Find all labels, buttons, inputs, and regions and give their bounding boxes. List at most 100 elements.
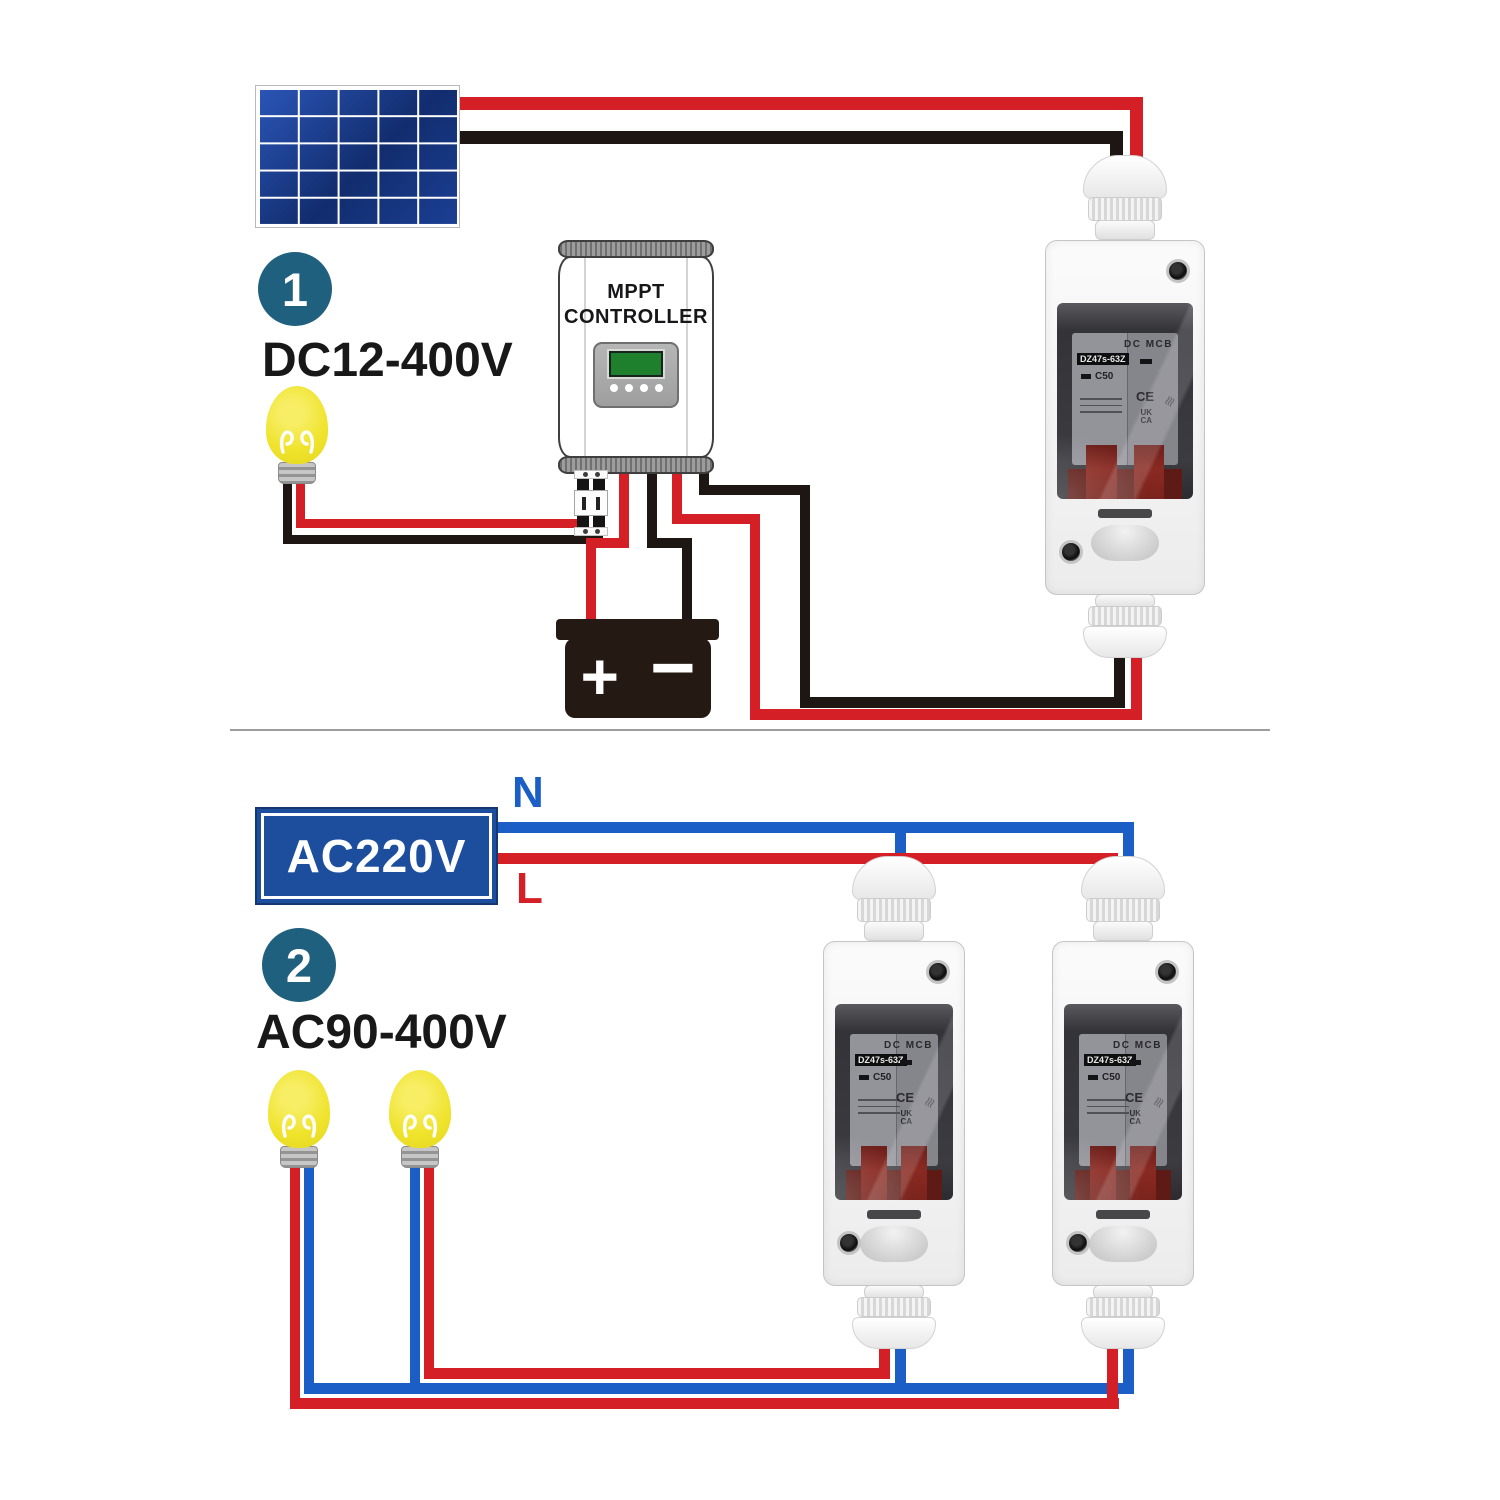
mppt-lcd-panel <box>593 342 679 408</box>
breaker-enclosure: DZ47s-63Z C50 DC MCB CE UK CA ≋ <box>1052 941 1194 1286</box>
wire-bulb3-live-v <box>424 1156 434 1379</box>
wire-battery-positive-h <box>586 538 629 548</box>
mcb-dash-mark <box>1140 359 1152 364</box>
wire-battery-negative-v2 <box>682 538 692 626</box>
wire-dcbreaker-positive-h1 <box>672 514 760 524</box>
ukca-mark: UK CA <box>1140 408 1152 425</box>
bulb-base <box>401 1146 439 1168</box>
wire-dcbreaker-positive-h2 <box>750 709 1142 720</box>
neutral-wire-label: N <box>512 768 544 817</box>
gland-collar <box>1086 1297 1160 1317</box>
breaker-rating-label: C50 <box>1081 371 1113 382</box>
breaker-enclosure: DZ47s-63Z C50 DC MCB CE UK CA ≋ <box>1045 240 1205 595</box>
wire-bulb3-neutral-v <box>410 1156 420 1394</box>
wire-neutral-stub2 <box>1123 1330 1134 1394</box>
gland-collar <box>857 1297 931 1317</box>
wire-dcbreaker-negative-v1 <box>699 458 709 495</box>
cable-gland-top-icon <box>1043 856 1203 941</box>
wire-battery-positive-v2 <box>586 538 596 626</box>
screw-icon <box>1066 1231 1090 1255</box>
wire-pv-positive-h <box>455 97 1143 110</box>
wire-dcbreaker-negative-h2 <box>800 697 1125 708</box>
wire-live-lower-stub <box>1107 1330 1118 1409</box>
bulb-globe <box>268 1070 330 1148</box>
wire-neutral-drop2 <box>1123 822 1134 880</box>
breaker-window: DZ47s-63Z C50 DC MCB CE UK CA ≋ <box>1057 303 1193 499</box>
gland-neck <box>1093 921 1153 941</box>
breaker-dome-bump <box>860 1226 928 1262</box>
wire-neutral-bus-h <box>304 1383 1134 1394</box>
step1-badge: 1 <box>258 252 332 326</box>
wire-bulb1-positive-v <box>296 482 305 528</box>
brand-squiggle-mark: ≋ <box>1159 392 1180 411</box>
wire-neutral-h <box>497 822 1134 833</box>
gland-collar <box>1088 197 1162 221</box>
gland-neck <box>1095 220 1155 240</box>
bulb-icon-1 <box>266 386 328 484</box>
breaker-type-label: DC MCB <box>1113 1040 1162 1051</box>
mini-breaker-top-clamps <box>574 479 608 490</box>
mini-breaker-bottom-clamps <box>574 516 608 527</box>
mcb-module: DZ47s-63Z C50 DC MCB CE UK CA ≋ <box>1067 333 1183 499</box>
mcb-spec-lines <box>1080 393 1122 418</box>
breaker-window: DZ47s-63Z C50 DC MCB CE UK CA ≋ <box>835 1004 953 1200</box>
ce-mark: CE <box>1124 1090 1143 1105</box>
battery-terminal-bar <box>556 619 719 640</box>
breaker-type-label: DC MCB <box>1124 339 1173 350</box>
ukca-mark: UK CA <box>1129 1109 1141 1126</box>
bulb-filament-icon <box>282 1114 316 1138</box>
breaker-latch <box>1098 509 1152 518</box>
wire-battery-negative-v1 <box>647 458 657 548</box>
gland-dome <box>1083 155 1167 199</box>
screw-icon <box>1166 259 1190 283</box>
wire-live-upper-h <box>424 1368 890 1379</box>
mcb-dash-mark <box>1129 1060 1141 1065</box>
cable-gland-top-icon <box>814 856 974 941</box>
bulb-base <box>280 1146 318 1168</box>
breaker-latch <box>1096 1210 1150 1219</box>
cable-gland-bottom-icon <box>1043 1285 1203 1349</box>
ac-breaker-1: DZ47s-63Z C50 DC MCB CE UK CA ≋ <box>814 856 974 1349</box>
wire-dcbreaker-negative-v2 <box>800 485 810 707</box>
wire-dcbreaker-positive-v3 <box>1131 645 1142 720</box>
battery: + − <box>565 628 711 718</box>
wire-bulb2-live-v <box>290 1156 300 1409</box>
breaker-window: DZ47s-63Z C50 DC MCB CE UK CA ≋ <box>1064 1004 1182 1200</box>
mcb-spec-lines <box>1087 1094 1129 1119</box>
wire-neutral-stub1 <box>895 1330 906 1394</box>
wire-live-upper-stub <box>879 1330 890 1379</box>
wire-dcbreaker-positive-v2 <box>750 514 760 720</box>
cable-gland-bottom-icon <box>814 1285 974 1349</box>
ac-source-label: AC220V <box>286 830 467 882</box>
breaker-dome-bump <box>1089 1226 1157 1262</box>
cable-gland-bottom-icon <box>1045 594 1205 658</box>
toggle-switch-left <box>861 1146 887 1200</box>
toggle-switch-left <box>1090 1146 1116 1200</box>
brand-squiggle-mark: ≋ <box>1148 1093 1169 1112</box>
breaker-model-label: DZ47s-63Z <box>1084 1054 1136 1066</box>
screw-icon <box>1155 960 1179 984</box>
section-divider <box>230 729 1270 731</box>
gland-dome <box>852 1317 936 1349</box>
wire-battery-negative-h <box>647 538 692 548</box>
gland-dome <box>1081 1317 1165 1349</box>
screw-icon <box>926 960 950 984</box>
mcb-spec-lines <box>858 1094 900 1119</box>
gland-dome <box>852 856 936 900</box>
gland-collar <box>857 898 931 922</box>
bulb-filament-icon <box>403 1114 437 1138</box>
breaker-model-label: DZ47s-63Z <box>1077 353 1129 365</box>
wire-dcbreaker-positive-v1 <box>672 458 682 524</box>
mppt-buttons <box>595 384 677 392</box>
toggle-switch-left <box>1085 445 1117 499</box>
wire-pv-positive-v <box>1130 97 1143 172</box>
wire-neutral-drop1 <box>895 822 906 880</box>
ukca-mark: UK CA <box>900 1109 912 1126</box>
mcb-module: DZ47s-63Z C50 DC MCB CE UK CA ≋ <box>1075 1034 1171 1200</box>
mppt-label-line2: CONTROLLER <box>564 306 708 328</box>
breaker-rating-label: C50 <box>1088 1072 1120 1083</box>
bulb-globe <box>389 1070 451 1148</box>
step1-number: 1 <box>281 262 309 316</box>
brand-squiggle-mark: ≋ <box>919 1093 940 1112</box>
